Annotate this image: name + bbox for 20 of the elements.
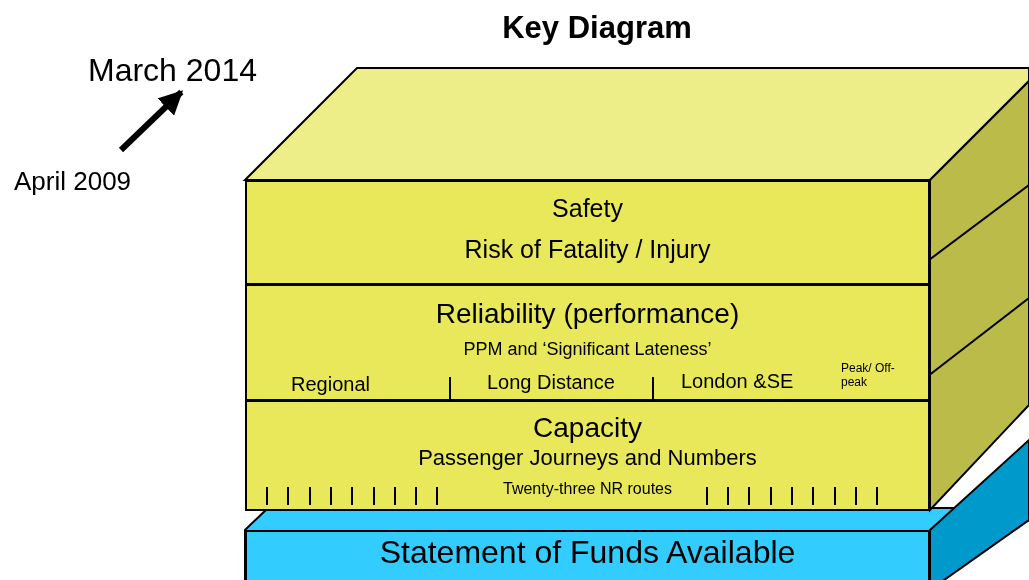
safety-layer bbox=[245, 180, 930, 285]
layer-subheading: PPM and ‘Significant Lateness’ bbox=[463, 340, 712, 358]
date-label: March 2014 bbox=[88, 54, 257, 86]
funds-layer bbox=[245, 530, 930, 580]
date-label: April 2009 bbox=[14, 168, 132, 194]
layer-heading: Statement of Funds Available bbox=[379, 536, 796, 568]
segment-label: Regional bbox=[291, 374, 370, 394]
segment-label: Peak/ Off-peak bbox=[841, 362, 896, 390]
layer-subheading: Passenger Journeys and Numbers bbox=[418, 447, 757, 469]
layer-heading: Safety bbox=[552, 196, 623, 221]
diagram-title: Key Diagram bbox=[501, 12, 693, 43]
routes-label: Twenty-three NR routes bbox=[503, 481, 672, 497]
layer-heading: Reliability (performance) bbox=[435, 300, 740, 328]
capacity-layer bbox=[245, 400, 930, 511]
segment-label: Long Distance bbox=[487, 372, 615, 392]
segment-label: London &SE bbox=[681, 371, 794, 391]
arrow bbox=[118, 89, 184, 153]
layer-heading: Capacity bbox=[533, 414, 642, 442]
reliability-layer bbox=[245, 284, 930, 401]
layer-subheading: Risk of Fatality / Injury bbox=[464, 237, 711, 262]
